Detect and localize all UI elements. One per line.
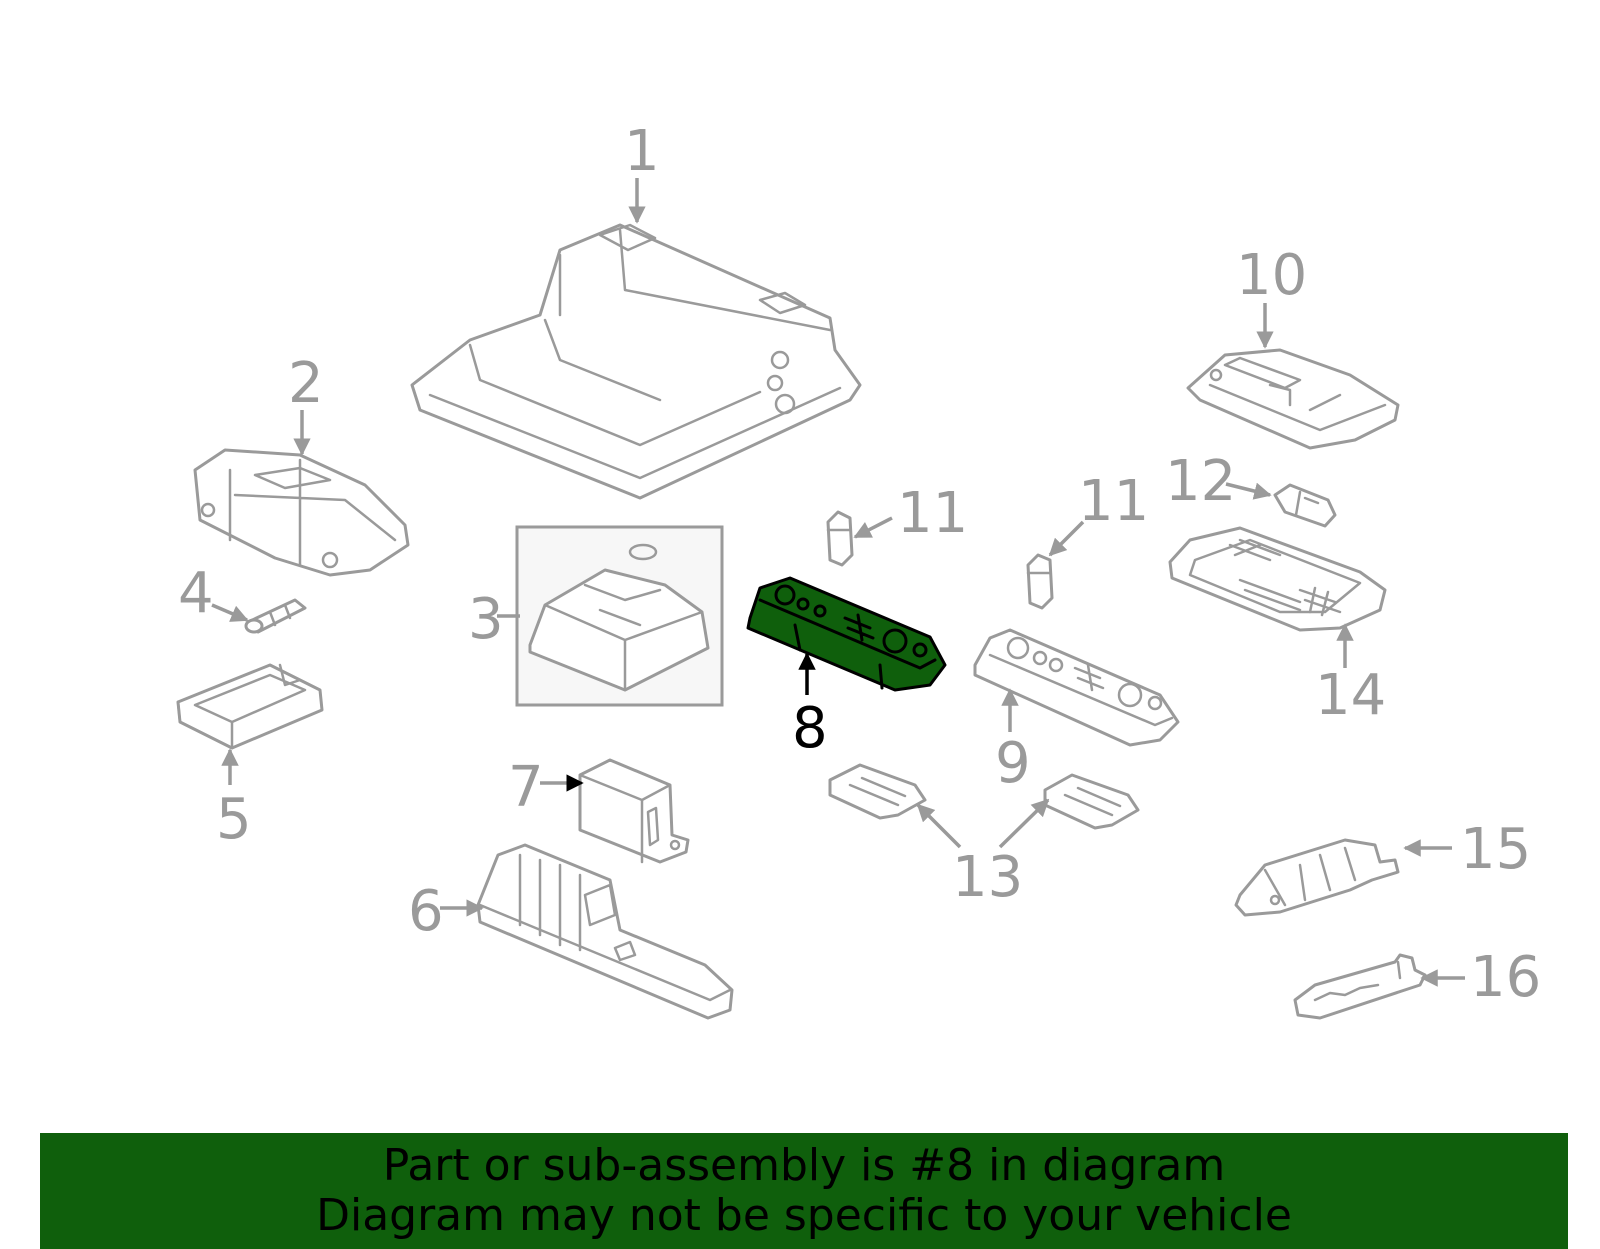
part-14-lens-grille[interactable] — [1168, 526, 1387, 632]
callout-14: 14 — [1315, 663, 1386, 728]
callout-7: 7 — [508, 755, 544, 820]
part-8-highlighted-bezel[interactable] — [746, 576, 947, 692]
callout-11-right: 11 — [1078, 469, 1149, 534]
callout-4: 4 — [178, 561, 214, 626]
callout-8: 8 — [792, 696, 828, 761]
part-3-sub-assembly[interactable] — [515, 525, 724, 707]
callout-3: 3 — [468, 587, 504, 652]
callout-16: 16 — [1470, 945, 1541, 1010]
part-10-dome-lamp[interactable] — [1186, 348, 1400, 450]
leader-lines — [211, 178, 1465, 987]
banner-line-1: Part or sub-assembly is #8 in diagram — [382, 1140, 1226, 1191]
banner-line-2: Diagram may not be specific to your vehi… — [316, 1190, 1292, 1241]
part-16-bracket[interactable] — [1293, 953, 1427, 1020]
part-15-switch[interactable] — [1234, 838, 1400, 917]
callout-10: 10 — [1236, 243, 1307, 308]
callout-1: 1 — [624, 119, 660, 184]
callout-2: 2 — [288, 351, 324, 416]
part-13-lens-right[interactable] — [1043, 773, 1140, 830]
part-1-console-housing[interactable] — [410, 223, 862, 500]
info-banner: Part or sub-assembly is #8 in diagram Di… — [40, 1133, 1568, 1249]
callout-12: 12 — [1165, 449, 1236, 514]
banner-background — [40, 1133, 1568, 1249]
part-12-bulb[interactable] — [1273, 483, 1337, 528]
part-4-bulb[interactable] — [244, 598, 307, 634]
callout-labels: 1 2 3 4 5 6 7 8 9 10 11 11 12 13 14 15 1… — [178, 119, 1541, 1010]
part-9-bezel[interactable] — [973, 628, 1180, 747]
callout-5: 5 — [216, 787, 252, 852]
part-7-module[interactable] — [578, 758, 690, 864]
part-2-map-lamp[interactable] — [193, 448, 410, 577]
callout-13: 13 — [952, 845, 1023, 910]
part-5-lens-tray[interactable] — [176, 663, 324, 750]
part-11-connector-right[interactable] — [1026, 553, 1054, 610]
callout-6: 6 — [408, 879, 444, 944]
callout-15: 15 — [1460, 817, 1531, 882]
callout-9: 9 — [995, 731, 1031, 796]
part-11-connector-left[interactable] — [826, 510, 854, 567]
callout-11-left: 11 — [897, 481, 968, 546]
part-6-lamp-assembly[interactable] — [476, 843, 734, 1020]
part-13-lens-left[interactable] — [828, 763, 927, 820]
